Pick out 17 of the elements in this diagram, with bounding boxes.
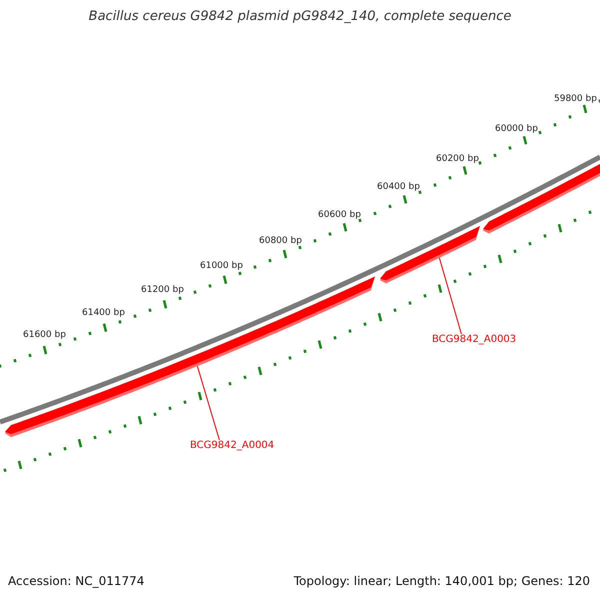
diagram-title: Bacillus cereus G9842 plasmid pG9842_140, complete sequence (88, 9, 512, 24)
gene-label: BCG9842_A0003 (432, 334, 516, 345)
footer-text: Accession: NC_011774 (8, 574, 144, 588)
leader-line (196, 366, 220, 440)
gene-block (5, 276, 375, 438)
scale-label: 60400 bp (377, 182, 420, 192)
scale-label: 61200 bp (141, 285, 184, 296)
gene-block (483, 161, 600, 234)
scale-label: 61600 bp (23, 330, 66, 340)
scale-label: 61400 bp (82, 308, 125, 318)
scale-label: 60200 bp (436, 154, 479, 164)
gene-block (380, 226, 480, 284)
scale-label: 60000 bp (495, 124, 538, 134)
gene-label: BCG9842_A0004 (190, 440, 274, 451)
leader-line (438, 257, 462, 334)
scale-label: 59800 bp (554, 94, 597, 104)
footer-text: Topology: linear; Length: 140,001 bp; Genes: 120 (294, 574, 590, 588)
